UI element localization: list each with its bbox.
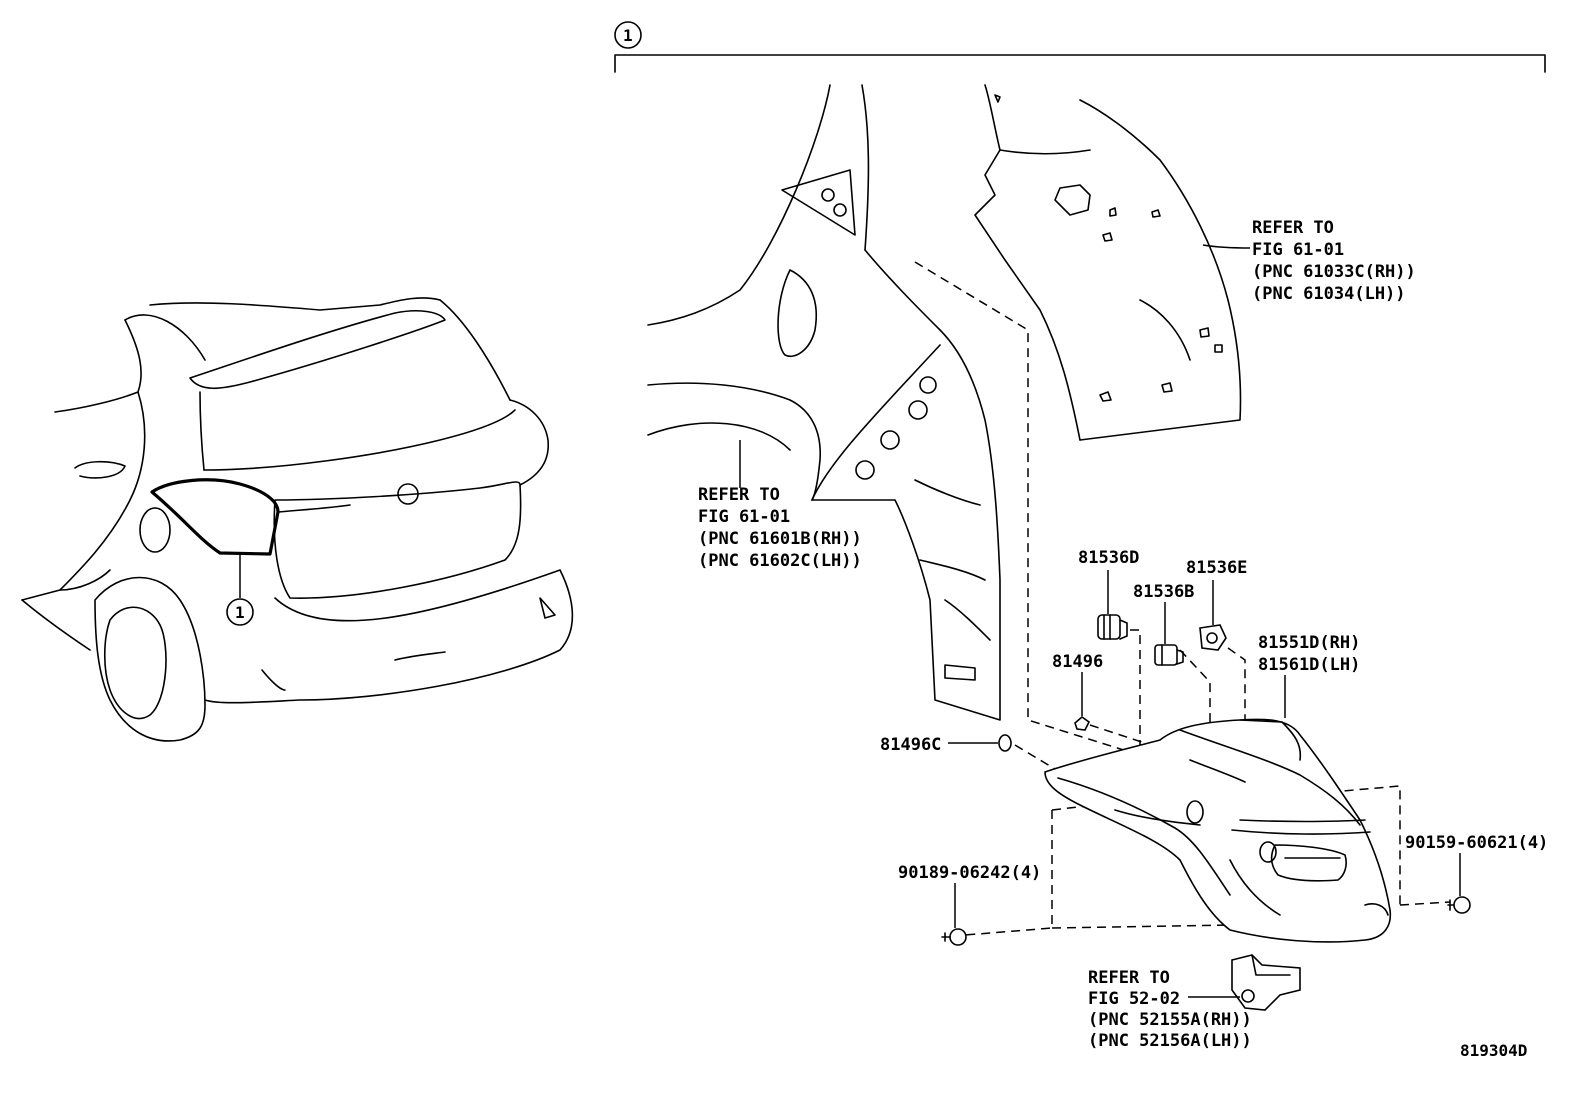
callout-circle-bracket	[614, 21, 642, 49]
label-81536D: 81536D	[1078, 548, 1139, 568]
label-81536E: 81536E	[1186, 558, 1247, 578]
refer-bumper-label: REFER TO FIG 52-02 (PNC 52155A(RH)) (PNC…	[1088, 968, 1252, 1051]
svg-text:(PNC 61601B(RH)): (PNC 61601B(RH))	[698, 529, 862, 549]
label-81551D: 81551D(RH)	[1258, 633, 1360, 653]
svg-text:REFER TO: REFER TO	[1252, 218, 1334, 238]
label-81496: 81496	[1052, 652, 1103, 672]
callout-number-bracket: 1	[623, 26, 633, 45]
svg-text:(PNC 61034(LH)): (PNC 61034(LH))	[1252, 284, 1406, 304]
refer-quarter-outer-label: REFER TO FIG 61-01 (PNC 61601B(RH)) (PNC…	[698, 485, 862, 571]
leader-lines	[739, 244, 1461, 998]
svg-text:(PNC 61033C(RH)): (PNC 61033C(RH))	[1252, 262, 1416, 282]
screw-90159	[1447, 896, 1471, 914]
label-90189: 90189-06242(4)	[898, 863, 1041, 883]
grommet-81536E	[1199, 624, 1227, 651]
outer-quarter-panel	[647, 84, 1001, 721]
fasteners	[941, 614, 1471, 946]
assembly-bracket: 1	[614, 21, 1546, 73]
svg-text:(PNC 61602C(LH)): (PNC 61602C(LH))	[698, 551, 862, 571]
clip-81536B	[1154, 644, 1184, 666]
callout-number-vehicle: 1	[235, 603, 245, 622]
svg-text:(PNC 52155A(RH)): (PNC 52155A(RH))	[1088, 1010, 1252, 1030]
label-81496C: 81496C	[880, 735, 941, 755]
svg-text:FIG 52-02: FIG 52-02	[1088, 989, 1180, 1009]
grommet-81536D	[1097, 614, 1128, 640]
refer-quarter-inner-label: REFER TO FIG 61-01 (PNC 61033C(RH)) (PNC…	[1252, 218, 1416, 304]
gasket-81496	[1074, 715, 1091, 731]
vehicle-rear-overview: 1	[21, 297, 574, 742]
callout-circle-vehicle	[226, 598, 254, 626]
label-81561D: 81561D(LH)	[1258, 655, 1360, 675]
svg-text:REFER TO: REFER TO	[1088, 968, 1170, 988]
svg-text:REFER TO: REFER TO	[698, 485, 780, 505]
screw-90189	[941, 928, 967, 946]
part-labels: REFER TO FIG 61-01 (PNC 61033C(RH)) (PNC…	[698, 218, 1548, 1060]
inner-quarter-panel	[974, 84, 1242, 441]
cap-81496C	[998, 734, 1012, 752]
svg-text:(PNC 52156A(LH)): (PNC 52156A(LH))	[1088, 1031, 1252, 1051]
bumper-bracket	[1231, 954, 1301, 1011]
label-90159: 90159-60621(4)	[1405, 833, 1548, 853]
tail-lamp-assembly	[1044, 718, 1392, 943]
drawing-id: 819304D	[1460, 1041, 1527, 1060]
svg-text:FIG 61-01: FIG 61-01	[698, 507, 790, 527]
label-81536B: 81536B	[1133, 582, 1194, 602]
svg-text:FIG 61-01: FIG 61-01	[1252, 240, 1344, 260]
